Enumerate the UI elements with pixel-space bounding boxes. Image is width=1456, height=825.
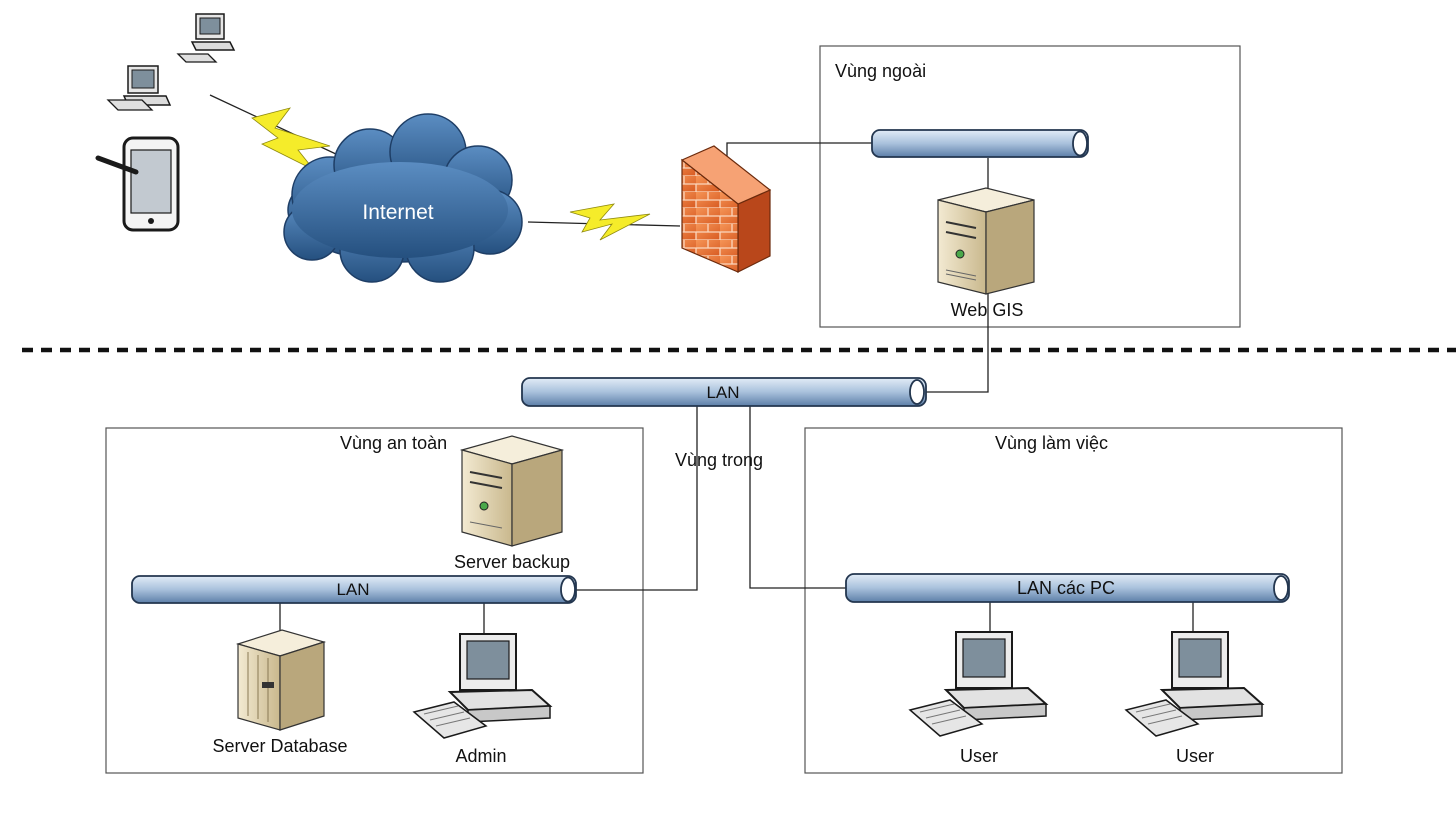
- database-server-icon: [235, 629, 327, 731]
- work-lan-label: LAN các PC: [1017, 578, 1115, 598]
- tablet-icon: [95, 136, 180, 232]
- user-label-2: User: [1176, 746, 1214, 766]
- admin-label: Admin: [455, 746, 506, 766]
- server-database-label: Server Database: [212, 736, 347, 756]
- lightning-icon: [251, 107, 331, 171]
- main-lan-bus: LAN: [521, 377, 927, 407]
- web-gis-label: Web GIS: [951, 300, 1024, 320]
- internet-label: Internet: [362, 201, 433, 224]
- safe-lan-label: LAN: [336, 580, 369, 599]
- user-computer-icon: [908, 631, 1049, 737]
- user-label-1: User: [960, 746, 998, 766]
- outer-bus: [871, 129, 1089, 158]
- zone-work-label: Vùng làm việc: [995, 433, 1108, 453]
- zone-outer: Vùng ngoài: [819, 45, 1241, 328]
- zone-inner-label: Vùng trong: [675, 450, 763, 470]
- admin-computer-icon: [412, 633, 553, 739]
- firewall-icon: [680, 145, 772, 273]
- server-backup-label: Server backup: [454, 552, 570, 572]
- internet-cloud: Internet: [283, 113, 523, 283]
- zone-outer-label: Vùng ngoài: [835, 61, 926, 81]
- client-computer-icon: [106, 65, 172, 111]
- user-computer-icon: [1124, 631, 1265, 737]
- main-lan-label: LAN: [706, 383, 739, 402]
- backup-server-icon: [459, 435, 565, 547]
- work-lan-bus: LAN các PC: [845, 573, 1290, 603]
- web-gis-server-icon: [937, 187, 1035, 295]
- lightning-icon: [569, 203, 651, 241]
- client-computer-icon: [176, 13, 236, 63]
- safe-lan-bus: LAN: [131, 575, 577, 604]
- zone-safe-label: Vùng an toàn: [340, 433, 447, 453]
